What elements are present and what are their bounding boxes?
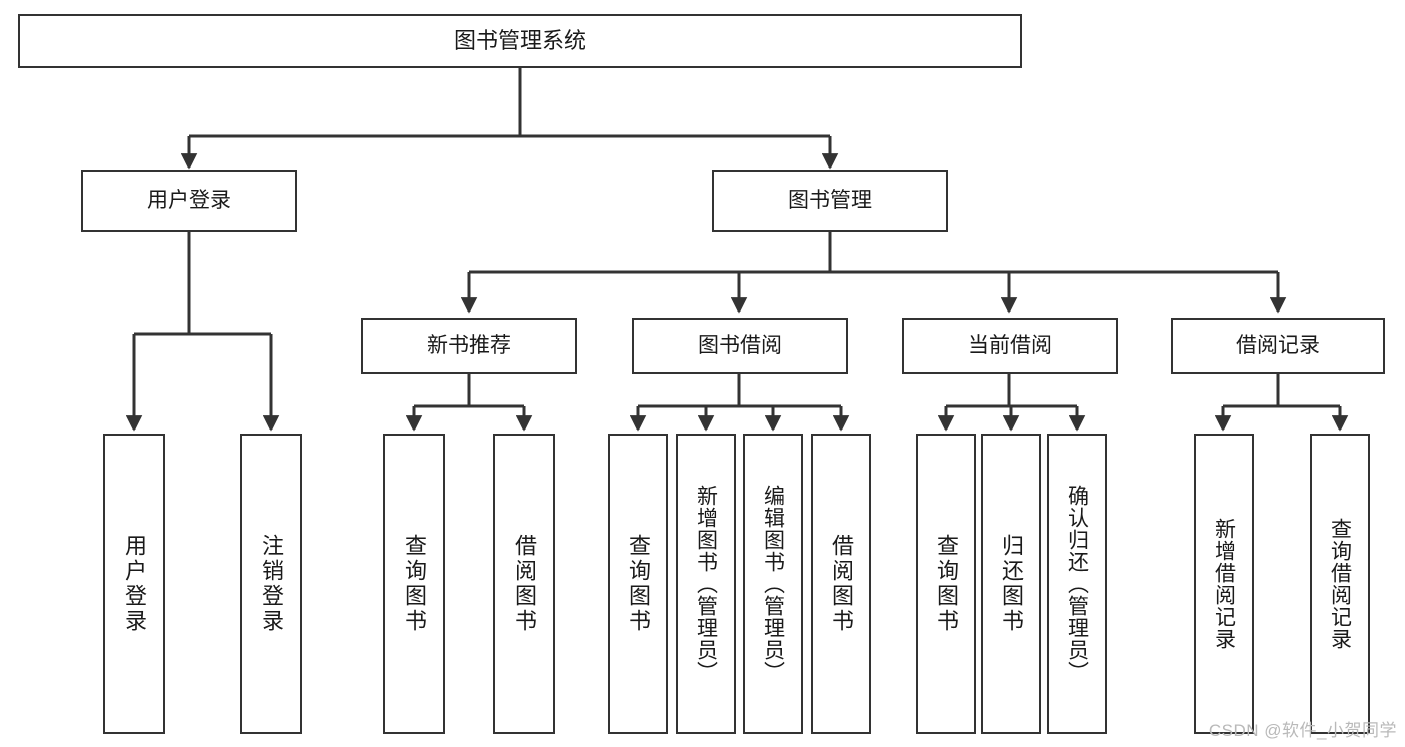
node-leaf-query-book-1-label: 查询图书 xyxy=(402,534,427,634)
node-borrow-record-label: 借阅记录 xyxy=(1236,333,1320,357)
node-leaf-return-book-label: 归还图书 xyxy=(999,534,1024,634)
node-leaf-logout-login[interactable]: 注销登录 xyxy=(240,434,302,734)
node-leaf-query-book-3[interactable]: 查询图书 xyxy=(916,434,976,734)
node-leaf-confirm-return[interactable]: 确认归还（管理员） xyxy=(1047,434,1107,734)
node-leaf-query-book-1[interactable]: 查询图书 xyxy=(383,434,445,734)
node-book-manage[interactable]: 图书管理 xyxy=(712,170,948,232)
node-leaf-borrow-book-2-label: 借阅图书 xyxy=(829,534,854,634)
node-leaf-query-borrow-record-label: 查询借阅记录 xyxy=(1328,518,1352,650)
node-leaf-logout-login-label: 注销登录 xyxy=(259,534,284,634)
node-new-book-recommend-label: 新书推荐 xyxy=(427,333,511,357)
node-leaf-return-book[interactable]: 归还图书 xyxy=(981,434,1041,734)
node-root-system[interactable]: 图书管理系统 xyxy=(18,14,1022,68)
node-leaf-query-book-2[interactable]: 查询图书 xyxy=(608,434,668,734)
node-leaf-borrow-book-1-label: 借阅图书 xyxy=(512,534,537,634)
node-leaf-user-login[interactable]: 用户登录 xyxy=(103,434,165,734)
node-leaf-query-book-3-label: 查询图书 xyxy=(934,534,959,634)
node-borrow-record[interactable]: 借阅记录 xyxy=(1171,318,1385,374)
watermark-text: CSDN @软件_小贺同学 xyxy=(1208,721,1397,740)
node-leaf-add-borrow-record-label: 新增借阅记录 xyxy=(1212,518,1236,650)
node-leaf-query-book-2-label: 查询图书 xyxy=(626,534,651,634)
node-user-login-label: 用户登录 xyxy=(147,188,231,212)
node-leaf-borrow-book-2[interactable]: 借阅图书 xyxy=(811,434,871,734)
node-book-manage-label: 图书管理 xyxy=(788,188,872,212)
node-leaf-borrow-book-1[interactable]: 借阅图书 xyxy=(493,434,555,734)
node-book-borrow-label: 图书借阅 xyxy=(698,333,782,357)
node-leaf-query-borrow-record[interactable]: 查询借阅记录 xyxy=(1310,434,1370,734)
node-root-system-label: 图书管理系统 xyxy=(453,28,586,54)
node-leaf-edit-book[interactable]: 编辑图书（管理员） xyxy=(743,434,803,734)
node-leaf-add-book[interactable]: 新增图书（管理员） xyxy=(676,434,736,734)
node-leaf-confirm-return-label: 确认归还（管理员） xyxy=(1065,485,1089,683)
node-user-login[interactable]: 用户登录 xyxy=(81,170,297,232)
node-current-borrow[interactable]: 当前借阅 xyxy=(902,318,1118,374)
node-new-book-recommend[interactable]: 新书推荐 xyxy=(361,318,577,374)
node-leaf-add-book-label: 新增图书（管理员） xyxy=(694,485,718,683)
node-current-borrow-label: 当前借阅 xyxy=(968,333,1052,357)
node-leaf-add-borrow-record[interactable]: 新增借阅记录 xyxy=(1194,434,1254,734)
node-book-borrow[interactable]: 图书借阅 xyxy=(632,318,848,374)
node-leaf-user-login-label: 用户登录 xyxy=(122,534,147,634)
node-leaf-edit-book-label: 编辑图书（管理员） xyxy=(761,485,785,683)
